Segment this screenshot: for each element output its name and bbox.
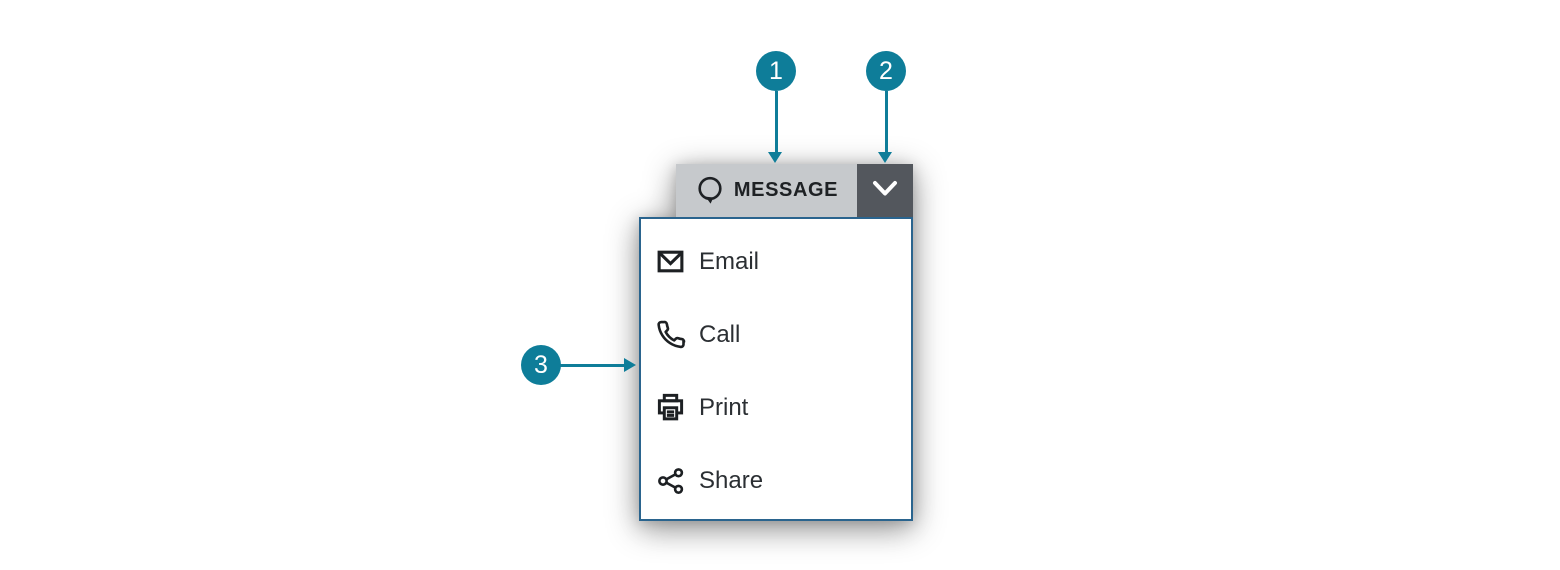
menu-item-email[interactable]: Email: [641, 225, 911, 298]
callout-badge-3: 3: [521, 345, 561, 385]
callout-number: 2: [879, 56, 893, 85]
menu-item-label: Print: [699, 393, 749, 421]
share-icon: [655, 465, 686, 496]
menu-item-label: Email: [699, 247, 760, 275]
menu-item-print[interactable]: Print: [641, 371, 911, 444]
callout-badge-1: 1: [756, 51, 796, 91]
print-icon: [655, 392, 686, 423]
menu-item-share[interactable]: Share: [641, 444, 911, 517]
callout-arrow-3-stem: [560, 363, 624, 367]
message-bubble-icon: [695, 175, 725, 206]
message-button[interactable]: MESSAGE: [676, 164, 857, 217]
callout-arrow-1-head: [768, 152, 782, 163]
menu-item-label: Call: [699, 320, 741, 348]
callout-number: 1: [769, 56, 783, 85]
callout-arrow-3-head: [624, 357, 636, 372]
email-icon: [655, 246, 686, 277]
callout-number: 3: [534, 350, 548, 379]
call-icon: [655, 319, 686, 350]
chevron-down-icon: [872, 180, 898, 201]
message-button-label: MESSAGE: [733, 179, 839, 201]
callout-arrow-1-stem: [774, 91, 778, 153]
callout-arrow-2-head: [878, 152, 892, 163]
split-button: MESSAGE: [676, 164, 913, 217]
callout-arrow-2-stem: [884, 91, 888, 153]
callout-badge-2: 2: [866, 51, 906, 91]
dropdown-menu: Email Call: [639, 217, 913, 521]
menu-item-label: Share: [699, 466, 764, 494]
dropdown-toggle-button[interactable]: [857, 164, 913, 217]
menu-item-call[interactable]: Call: [641, 298, 911, 371]
